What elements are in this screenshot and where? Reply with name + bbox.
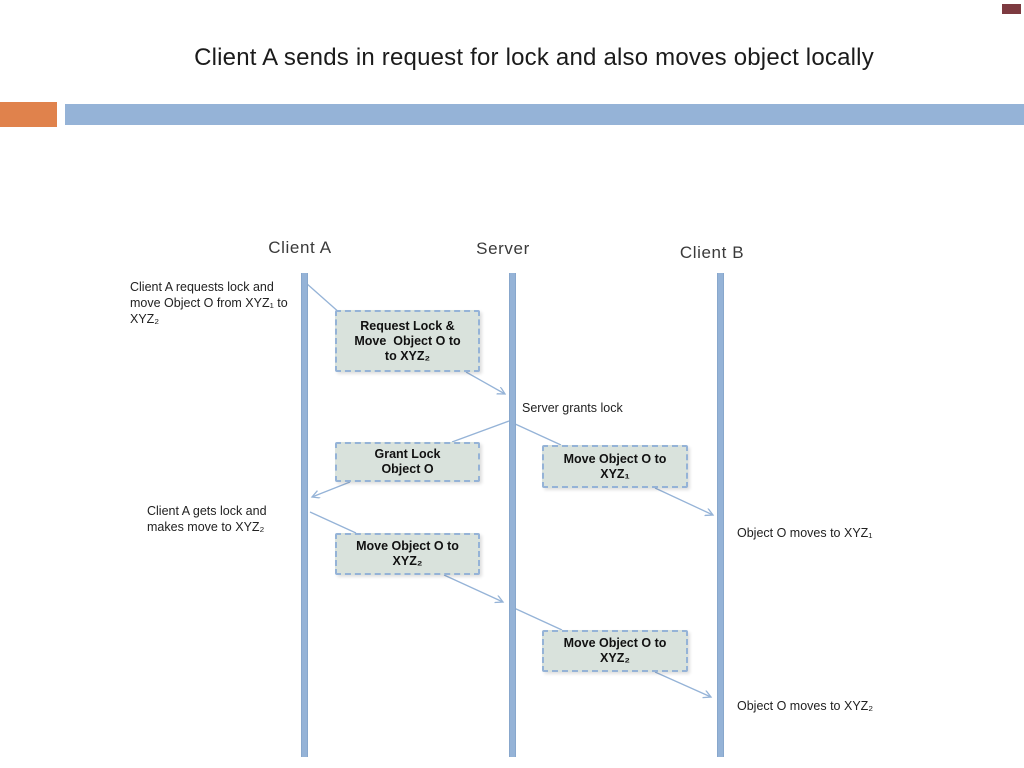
orange-accent-block	[0, 102, 57, 127]
corner-accent-mark	[1002, 4, 1021, 14]
annotation-object-moves-xyz2: Object O moves to XYZ₂	[737, 699, 874, 713]
arrow-grant-lock-out	[312, 481, 351, 497]
arrow-request-lock-in	[305, 282, 342, 315]
message-box-move-xyz2-client-a: Move Object O to XYZ₂	[335, 533, 480, 575]
blue-accent-band	[65, 104, 1024, 125]
message-box-grant-lock: Grant Lock Object O	[335, 442, 480, 482]
annotation-client-a-gets-lock: Client A gets lock and makes move to XYZ…	[147, 504, 267, 534]
arrow-request-lock-out	[465, 371, 505, 394]
lifeline-bar-client-a	[301, 273, 308, 757]
slide-title: Client A sends in request for lock and a…	[194, 44, 874, 71]
annotation-object-moves-xyz1: Object O moves to XYZ₁	[737, 526, 873, 540]
annotation-server-grants-lock: Server grants lock	[522, 401, 623, 415]
arrow-move-xyz2a-out	[443, 574, 503, 602]
lifeline-header-server: Server	[476, 239, 530, 258]
arrow-move-xyz1-out	[654, 487, 713, 515]
arrow-move-xyz2a-in	[309, 511, 357, 534]
lifeline-bar-server	[509, 273, 516, 757]
arrow-move-xyz2b-out	[654, 671, 711, 697]
annotation-client-a-requests: Client A requests lock and move Object O…	[130, 280, 288, 326]
lifeline-header-client-b: Client B	[679, 243, 745, 262]
message-box-move-xyz2-client-b: Move Object O to XYZ₂	[542, 630, 688, 672]
lifeline-header-client-a: Client A	[268, 238, 332, 257]
message-box-request-lock: Request Lock & Move Object O to to XYZ₂	[335, 310, 480, 372]
message-box-move-xyz1: Move Object O to XYZ₁	[542, 445, 688, 488]
arrow-move-xyz1-in	[512, 422, 562, 446]
arrow-move-xyz2b-in	[513, 607, 563, 631]
arrow-grant-lock-in	[451, 420, 510, 443]
lifeline-bar-client-b	[717, 273, 724, 757]
